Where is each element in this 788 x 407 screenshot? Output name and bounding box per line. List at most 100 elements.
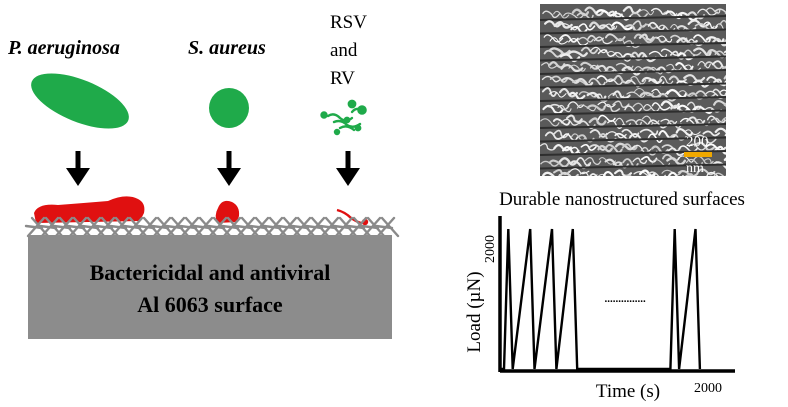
sem-nanoflake	[694, 23, 715, 31]
sem-nanoflake	[543, 49, 563, 58]
sem-nanoflake	[596, 75, 617, 83]
sem-nanoflake	[593, 36, 613, 45]
sem-nanoflake	[603, 171, 621, 176]
sem-nanoflake	[548, 159, 570, 168]
arrow-down-icon	[217, 151, 241, 186]
sem-nanoflake	[624, 174, 641, 176]
nanostructure-strut	[136, 224, 156, 230]
x-axis-label: Time (s)	[596, 381, 660, 402]
nanostructure-strut	[234, 224, 254, 230]
sem-nanoflake	[568, 64, 586, 72]
sem-nanoflake	[659, 75, 674, 85]
sem-nanoflake	[543, 34, 564, 43]
label-rv: RV	[330, 68, 355, 89]
sem-nanoflake	[624, 24, 642, 33]
sem-nanoflake	[658, 129, 677, 139]
sem-nanoflake	[626, 91, 646, 98]
sem-nanoflake	[666, 88, 688, 99]
chart-caption: Durable nanostructured surfaces	[499, 189, 745, 210]
sem-nanoflake	[575, 77, 594, 87]
sem-nanoflake	[723, 102, 726, 106]
sem-nanoflake	[605, 78, 624, 86]
sem-nanoflake	[588, 77, 606, 87]
sem-nanoflake	[731, 143, 749, 149]
nanostructure-strut	[360, 224, 380, 230]
sem-nanoflake	[603, 23, 618, 30]
sem-nanoflake	[597, 173, 607, 176]
sem-nanoflake	[638, 9, 655, 16]
sem-nanoflake	[678, 90, 695, 97]
sem-shadow-band	[540, 69, 726, 75]
sem-nanoflake	[541, 87, 558, 97]
sem-nanoflake	[731, 78, 746, 84]
sem-nanoflake	[693, 141, 716, 152]
nanostructure-strut	[220, 224, 240, 230]
coccus-bacterium-icon	[209, 88, 249, 128]
nanostructure-strut	[80, 224, 100, 230]
sem-nanoflake	[685, 173, 699, 176]
sem-shadow-band	[540, 109, 726, 116]
sem-nanoflake	[710, 117, 726, 123]
nanostructure-strut	[346, 224, 366, 230]
sem-nanoflake	[639, 128, 659, 136]
sem-nanoflake	[598, 157, 616, 165]
sem-nanoflake	[541, 75, 562, 83]
nanostructure-strut	[178, 224, 198, 230]
nanostructure-strut	[262, 224, 282, 230]
sem-nanoflake	[732, 22, 748, 28]
sem-nanoflake	[584, 157, 602, 166]
sem-nanoflake	[703, 21, 718, 30]
sem-nanoflake	[588, 117, 607, 126]
sem-nanoflake	[688, 143, 707, 151]
sem-nanoflake	[613, 74, 633, 84]
surface-label-line2: Al 6063 surface	[137, 292, 283, 317]
sem-nanoflake	[693, 47, 712, 57]
nanostructure-strut	[290, 224, 310, 230]
sem-nanoflake	[544, 20, 561, 28]
sem-nanoflake	[724, 11, 726, 14]
sem-nanoflake	[705, 36, 725, 44]
sem-nanoflake	[656, 35, 673, 43]
load-series-line	[500, 228, 702, 371]
surface-label-line1: Bactericidal and antiviral	[90, 260, 331, 285]
sem-nanoflake	[553, 10, 570, 19]
sem-nanoflake	[578, 23, 596, 31]
sem-nanoflake	[713, 99, 726, 108]
sem-shadow-band	[540, 136, 726, 143]
nanostructure-strut	[206, 224, 226, 230]
sem-nanoflake	[731, 90, 748, 96]
nanostructure-strut	[332, 224, 352, 230]
sem-shadow-band	[540, 42, 726, 48]
al-surface-block	[28, 235, 392, 339]
sem-nanoflake	[714, 23, 726, 31]
sem-nanoflake	[607, 10, 623, 19]
sem-shadow-band	[540, 28, 726, 35]
sem-nanoflake	[730, 53, 745, 59]
nanostructure-strut	[94, 224, 114, 230]
sem-nanoflake	[548, 47, 571, 56]
sem-nanoflake	[567, 50, 588, 57]
chart-ellipsis: ...............	[604, 290, 646, 306]
nanostructure-strut	[38, 224, 58, 230]
sem-nanoflake	[723, 50, 726, 53]
sem-nanoflake	[696, 168, 716, 176]
nanostructure-strut	[304, 224, 324, 230]
sem-nanoflake	[552, 118, 571, 126]
sem-nanoflake	[579, 171, 598, 176]
sem-shadow-band	[540, 123, 726, 129]
sem-nanoflake	[731, 173, 744, 178]
sem-nanoflake	[648, 50, 668, 58]
sem-nanoflake	[576, 104, 596, 112]
label-rsv: RSV	[330, 12, 367, 33]
sem-nanoflake	[651, 102, 671, 111]
sem-nanoflake	[630, 75, 647, 85]
sem-nanoflake	[731, 105, 751, 111]
sem-nanoflake	[603, 103, 621, 113]
sem-nanoflake	[558, 157, 578, 166]
sem-nanoflake	[576, 157, 592, 167]
label-p-aeruginosa: P. aeruginosa	[7, 37, 120, 59]
sem-nanoflake	[683, 49, 702, 56]
sem-nanoflake	[621, 143, 638, 151]
sem-nanoflake	[721, 116, 726, 122]
